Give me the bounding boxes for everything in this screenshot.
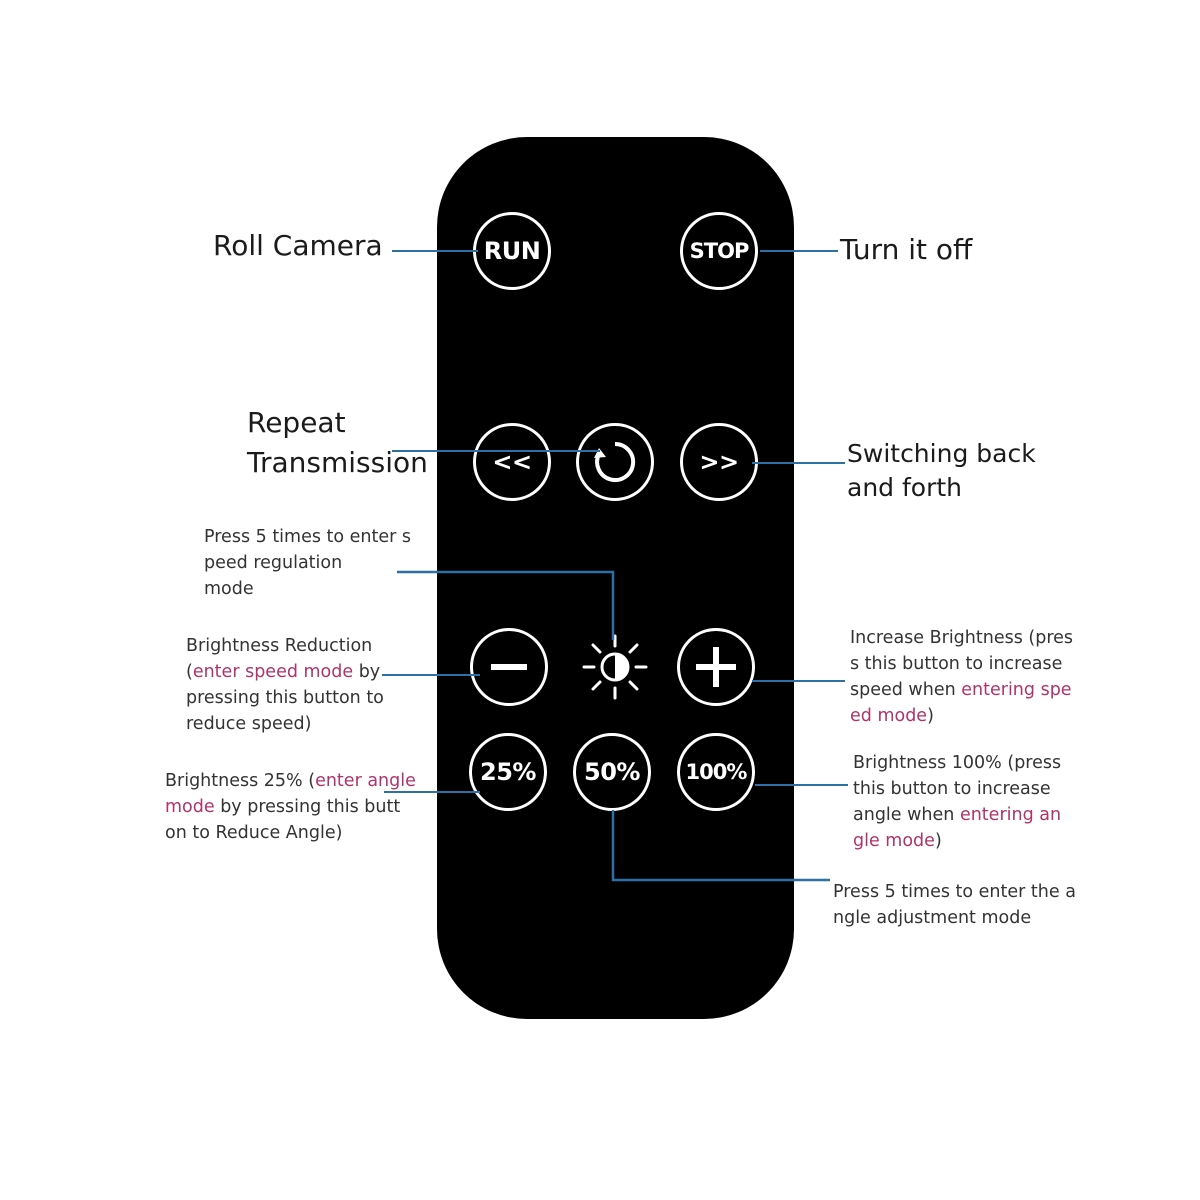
next-button[interactable]: >> — [680, 423, 758, 501]
turn-off-label: Turn it off — [840, 233, 973, 266]
pct50-label: 50% — [584, 758, 640, 786]
stop-label: STOP — [689, 239, 750, 263]
previous-button[interactable]: << — [473, 423, 551, 501]
brightness-icon — [582, 634, 648, 700]
brightness-50-button[interactable]: 50% — [573, 733, 651, 811]
brightness-100-button[interactable]: 100% — [677, 733, 755, 811]
minus-button[interactable] — [470, 628, 548, 706]
plus-button[interactable] — [677, 628, 755, 706]
rewind-icon: << — [492, 448, 532, 476]
brightness-100-label: Brightness 100% (press this button to in… — [853, 753, 1062, 851]
pct25-label: 25% — [480, 758, 536, 786]
run-button[interactable]: RUN — [473, 212, 551, 290]
fast-forward-icon: >> — [699, 448, 739, 476]
press5-angle-label: Press 5 times to enter the a ngle adjust… — [833, 882, 1076, 928]
run-label: RUN — [483, 237, 541, 265]
repeat-transmission-label: Repeat Transmission — [247, 406, 428, 479]
roll-camera-label: Roll Camera — [213, 229, 383, 262]
stop-button[interactable]: STOP — [680, 212, 758, 290]
pct100-label: 100% — [685, 760, 748, 784]
brightness-25-label: Brightness 25% (enter angle mode by pres… — [165, 771, 416, 843]
increase-brightness-label: Increase Brightness (pres s this button … — [850, 628, 1074, 726]
press5-speed-label: Press 5 times to enter s peed regulation… — [204, 527, 412, 599]
repeat-button[interactable] — [576, 423, 654, 501]
switching-label: Switching back and forth — [847, 439, 1036, 502]
brightness-25-button[interactable]: 25% — [469, 733, 547, 811]
minus-icon — [491, 664, 527, 670]
repeat-icon — [594, 441, 636, 482]
brightness-reduction-label: Brightness Reduction (enter speed mode b… — [186, 636, 384, 734]
plus-icon — [696, 647, 736, 687]
